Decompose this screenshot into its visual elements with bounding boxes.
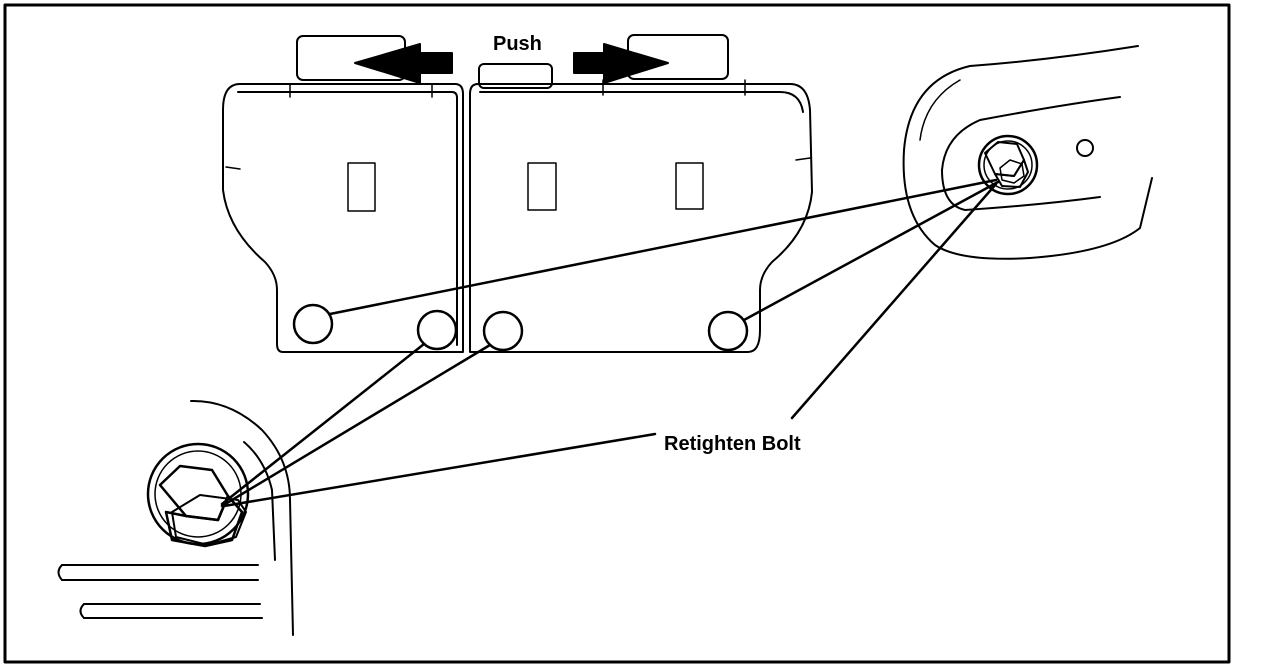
leader-line xyxy=(220,343,492,508)
slot-left-1 xyxy=(347,162,376,212)
seat-panel-left xyxy=(222,83,464,353)
bolt-location-4 xyxy=(707,310,749,352)
bolt-location-3 xyxy=(482,310,524,352)
push-right-arrow-icon xyxy=(573,43,669,84)
push-left-arrow-icon xyxy=(354,43,453,84)
bracket-hole xyxy=(1076,139,1094,157)
leader-line xyxy=(790,182,998,420)
leader-line xyxy=(742,180,1000,322)
push-label: Push xyxy=(493,33,542,55)
hex-bolt-icon xyxy=(977,134,1039,196)
center-latch-tab xyxy=(478,63,553,89)
bolt-location-2 xyxy=(416,309,458,351)
leader-line xyxy=(220,342,426,506)
bolt-location-1 xyxy=(292,303,334,345)
retighten-bolt-label: Retighten Bolt xyxy=(664,433,801,455)
diagram-frame xyxy=(3,3,1231,664)
seat-panel-right xyxy=(469,79,813,353)
bracket-detail-left xyxy=(57,399,294,636)
slot-right-1 xyxy=(527,162,557,211)
leader-line xyxy=(328,178,998,316)
slot-right-2 xyxy=(675,162,704,210)
leader-line xyxy=(222,432,657,508)
bracket-detail-right xyxy=(902,45,1153,260)
